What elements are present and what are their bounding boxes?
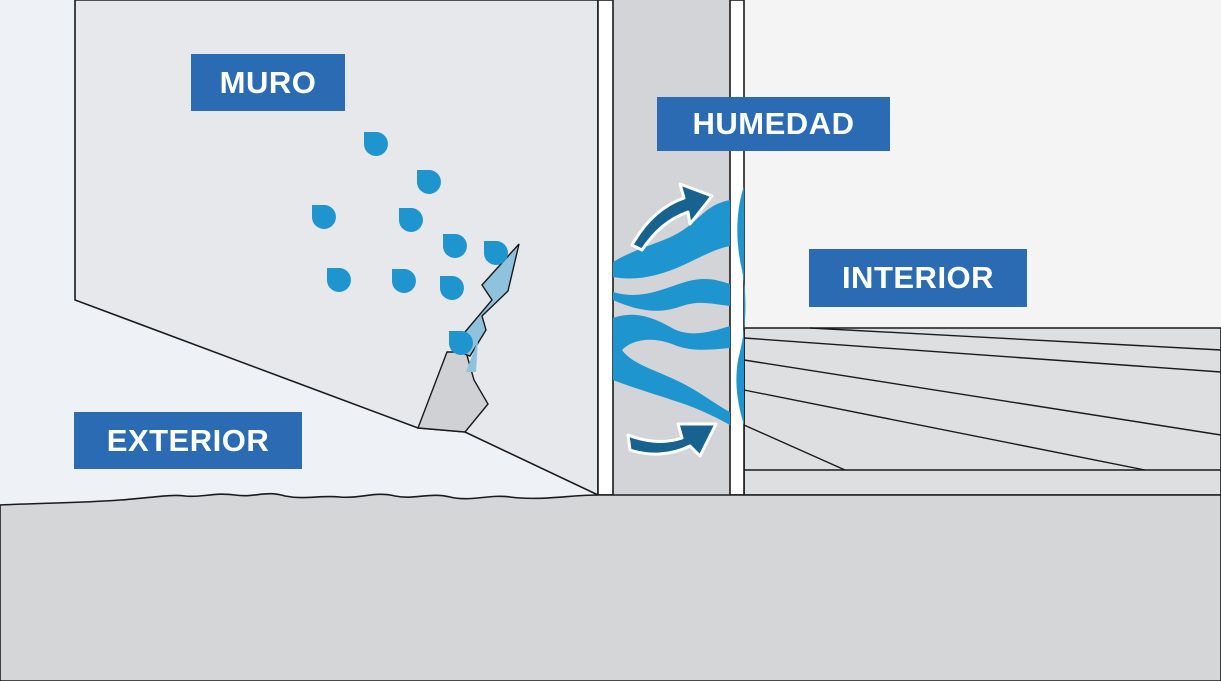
exterior-label: EXTERIOR	[74, 412, 302, 469]
water-drop-icon	[399, 208, 423, 232]
ground	[0, 492, 1221, 681]
curved-arrow-icon	[626, 422, 718, 458]
moisture-wave-icon	[613, 200, 730, 425]
wall-label: MURO	[191, 54, 345, 111]
water-drop-icon	[327, 268, 351, 292]
water-drop-icon	[484, 241, 508, 265]
water-drops	[312, 132, 508, 355]
interior-floor	[743, 327, 1221, 496]
water-drop-icon	[392, 269, 416, 293]
water-drop-icon	[312, 205, 336, 229]
water-drop-icon	[443, 234, 467, 258]
water-drop-icon	[440, 276, 464, 300]
moisture-stain	[736, 186, 746, 425]
water-drop-icon	[417, 170, 441, 194]
water-drop-icon	[364, 132, 388, 156]
wall-crack-icon	[417, 243, 520, 433]
interior-label: INTERIOR	[809, 249, 1027, 307]
moisture-label: HUMEDAD	[657, 97, 890, 151]
water-drop-icon	[449, 331, 473, 355]
curved-arrow-icon	[630, 182, 714, 252]
wall-exterior-sheathing	[597, 0, 614, 496]
